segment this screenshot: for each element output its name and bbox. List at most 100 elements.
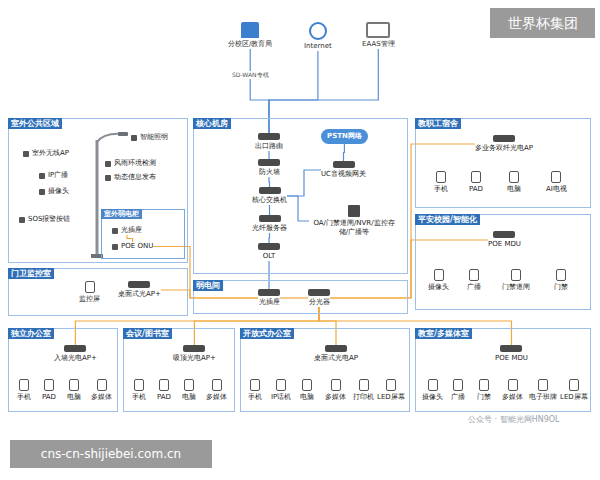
device-node: IP广播: [39, 171, 68, 180]
device-label: 门禁道闸: [502, 283, 530, 292]
network-endpoint: EAAS管理: [362, 22, 395, 49]
device-icon: [39, 189, 45, 195]
device-icon: [331, 379, 341, 391]
device-icon: [538, 379, 548, 391]
region-title: 平安校园/智能化: [415, 214, 480, 225]
device-node: 室外无线AP: [23, 149, 69, 158]
device-icon: [259, 215, 281, 222]
region-box: 室外公共区域智能照明室外无线AP风雨环境检测动态信息发布IP广播摄像头SOS报警…: [8, 118, 188, 263]
device-icon: [184, 379, 194, 391]
device-label: LED屏幕: [377, 393, 405, 402]
connector: [161, 290, 258, 298]
network-device: 分光器: [308, 289, 330, 307]
device-label: POE ONU: [121, 242, 153, 251]
connector: [268, 151, 269, 159]
device-icon: [386, 379, 396, 391]
region-title: 教职工宿舍: [415, 118, 461, 129]
network-device: UC音视频网关: [321, 161, 366, 179]
region-box: 教职工宿舍多业务双纤光电AP手机PAD电脑AI电视: [415, 118, 591, 208]
device-node: 动态信息发布: [105, 173, 156, 182]
device-label: 电脑: [300, 393, 314, 402]
connector: [194, 307, 319, 345]
device-icon: [276, 379, 286, 391]
device-icon: [348, 205, 360, 217]
terminal-device: 手机: [132, 379, 146, 402]
device-label: UC音视频网关: [321, 170, 366, 179]
cabinet-box: 室外弱电柜光插座POE ONU: [101, 209, 185, 259]
region-box: 会议/图书室吸顶光电AP+手机PAD电脑多媒体: [123, 328, 235, 412]
device-label: 电脑: [67, 393, 81, 402]
device-icon: [112, 244, 118, 250]
device-label: 桌面式光AP+: [118, 290, 161, 299]
device-icon: [258, 133, 280, 140]
device-label: 门禁: [477, 393, 491, 402]
device-label: 摄像头: [422, 393, 443, 402]
terminal-device: 电脑: [507, 171, 521, 194]
network-device: 光插座: [258, 289, 280, 307]
device-label: 分校区/教育局: [228, 40, 272, 49]
device-label: PSTN网络: [327, 132, 362, 141]
region-box: 门卫监控室监控屏桌面式光AP+: [8, 268, 188, 316]
device-icon: [511, 269, 521, 281]
device-icon: [258, 289, 280, 296]
network-device: 桌面式光AP+: [118, 281, 161, 299]
device-icon: [258, 159, 280, 166]
connector: [330, 240, 488, 298]
device-label: SOS报警按钮: [28, 215, 70, 224]
device-label: PAD: [42, 393, 56, 402]
device-label: 核心交换机: [252, 196, 287, 205]
lamp-head: [118, 132, 128, 136]
region-title: 会议/图书室: [123, 328, 172, 339]
terminal-device: 监控屏: [79, 281, 100, 304]
terminal-device: 门禁: [477, 379, 491, 402]
device-label: 摄像头: [428, 283, 449, 292]
device-icon: [333, 161, 355, 168]
network-endpoint: 分校区/教育局: [228, 22, 272, 49]
device-icon: [69, 379, 79, 391]
device-icon: [23, 151, 29, 157]
device-label: 手机: [132, 393, 146, 402]
network-device: 防火墙: [258, 159, 280, 177]
region-box: 开放式办公室桌面式光电AP手机IP话机电脑多媒体打印机LED屏幕: [240, 328, 410, 412]
connector: [319, 307, 336, 345]
device-icon: [493, 135, 515, 142]
device-icon: [44, 379, 54, 391]
device-label: AI电视: [546, 185, 567, 194]
terminal-device: 电脑: [67, 379, 81, 402]
terminal-device: LED屏幕: [377, 379, 405, 402]
device-icon: [436, 171, 446, 183]
lamp-pole: [96, 140, 99, 256]
device-node: 风雨环境检测: [105, 159, 156, 168]
device-label: Internet: [304, 42, 332, 51]
network-device: 吸顶光电AP+: [173, 345, 216, 363]
terminal-device: 门禁: [554, 269, 568, 292]
network-device: POE MDU: [488, 231, 521, 249]
device-label: 多媒体: [91, 393, 112, 402]
network-device: 桌面式光电AP: [314, 345, 358, 363]
device-icon: [64, 345, 86, 352]
device-node: POE ONU: [112, 242, 153, 251]
device-icon: [39, 173, 45, 179]
terminal-device: 打印机: [353, 379, 374, 402]
terminal-device: 电脑: [182, 379, 196, 402]
device-node: SOS报警按钮: [19, 215, 70, 224]
device-label: 广播: [451, 393, 465, 402]
device-label: IP话机: [271, 393, 291, 402]
device-label: 电子班牌: [529, 393, 557, 402]
device-label: 手机: [434, 185, 448, 194]
device-icon: [359, 379, 369, 391]
connector: [269, 205, 270, 215]
device-icon: [128, 281, 150, 288]
device-label: 多业务双纤光电AP: [475, 144, 533, 153]
device-icon: [493, 231, 515, 238]
device-label: 手机: [248, 393, 262, 402]
connector: [268, 261, 269, 289]
connector: [268, 233, 270, 243]
device-icon: [471, 171, 481, 183]
device-icon: [500, 345, 522, 352]
device-label: POE MDU: [495, 354, 528, 363]
terminal-device: PAD: [157, 379, 171, 402]
device-icon: [556, 269, 566, 281]
device-label: 门禁: [554, 283, 568, 292]
